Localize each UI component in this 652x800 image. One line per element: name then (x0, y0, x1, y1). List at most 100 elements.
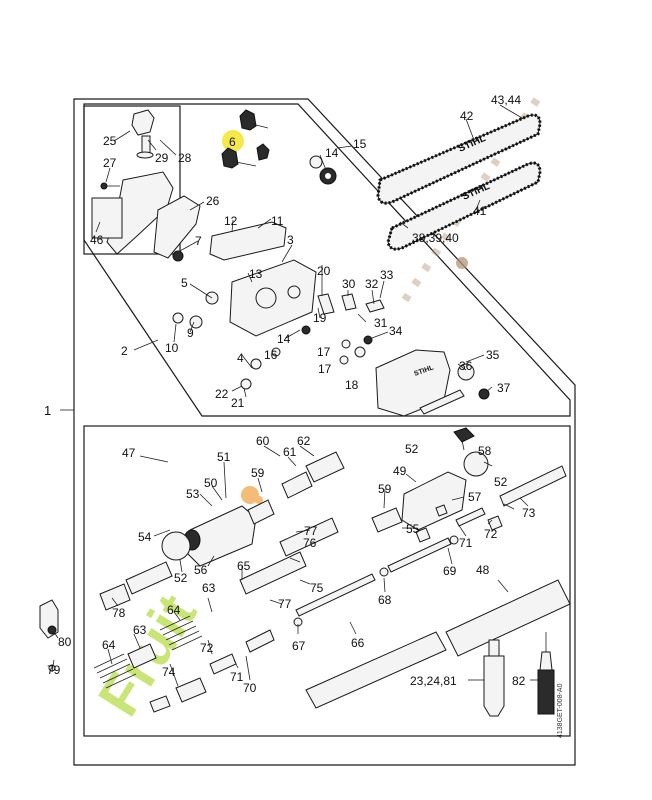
label-27: 27 (103, 156, 117, 170)
highlight-marker (222, 130, 244, 152)
label-15: 15 (353, 137, 367, 151)
label-82: 82 (512, 674, 526, 688)
label-23-24-81: 23,24,81 (410, 674, 457, 688)
label-52-left: 52 (174, 571, 188, 585)
label-71-right: 71 (459, 536, 473, 550)
label-69: 69 (443, 564, 457, 578)
label-1: 1 (44, 403, 51, 418)
spring-64b (93, 653, 137, 689)
label-5: 5 (181, 276, 188, 290)
document-code: 4138GET-008-A0 (557, 683, 564, 738)
label-74: 74 (162, 665, 176, 679)
label-78: 78 (112, 606, 126, 620)
assembly-frames (73, 98, 576, 766)
label-70: 70 (243, 681, 257, 695)
label-53: 53 (186, 487, 200, 501)
label-33: 33 (380, 268, 394, 282)
label-18: 18 (345, 378, 359, 392)
gear-housing (172, 221, 335, 337)
label-36: 36 (459, 359, 473, 373)
label-52-right: 52 (494, 475, 508, 489)
label-20: 20 (317, 264, 331, 278)
guide-bars-chains: STIHL STIHL (376, 113, 542, 251)
label-49: 49 (393, 464, 407, 478)
label-62: 62 (297, 434, 311, 448)
label-22: 22 (215, 387, 229, 401)
label-14-lower: 14 (277, 332, 291, 346)
label-12: 12 (224, 214, 238, 228)
label-28: 28 (178, 151, 192, 165)
label-16: 16 (264, 348, 278, 362)
label-64-upper: 64 (167, 603, 181, 617)
label-59-left: 59 (251, 466, 265, 480)
label-48: 48 (476, 563, 490, 577)
label-3: 3 (287, 233, 294, 247)
label-55: 55 (406, 522, 420, 536)
label-14-upper: 14 (325, 146, 339, 160)
label-63-upper: 63 (202, 581, 216, 595)
label-31: 31 (374, 316, 388, 330)
gasket-26 (153, 195, 201, 259)
label-7: 7 (195, 234, 202, 248)
label-61: 61 (283, 445, 297, 459)
label-63-lower: 63 (133, 623, 147, 637)
label-37: 37 (497, 381, 511, 395)
label-66: 66 (351, 636, 365, 650)
label-11: 11 (271, 214, 284, 228)
sprocket-part-6 (221, 109, 270, 169)
spring-64a (159, 615, 203, 651)
label-80: 80 (58, 635, 72, 649)
chain-sprocket-cover: STIHL (240, 293, 490, 417)
callout-labels: 1 2 3 4 5 6 7 9 10 11 12 13 14 15 14 16 … (44, 93, 536, 695)
label-58: 58 (478, 444, 492, 458)
sprocket-part-14 (309, 155, 337, 185)
shaft-assembly (39, 427, 571, 717)
label-68: 68 (378, 593, 392, 607)
label-60: 60 (256, 434, 270, 448)
label-72-left: 72 (200, 641, 214, 655)
label-73: 73 (522, 506, 536, 520)
label-17-a: 17 (317, 345, 331, 359)
label-65: 65 (237, 559, 251, 573)
label-56: 56 (194, 563, 208, 577)
label-19: 19 (313, 311, 327, 325)
label-67: 67 (292, 639, 306, 653)
label-26: 26 (206, 194, 220, 208)
label-41: 41 (473, 204, 487, 218)
label-13: 13 (249, 267, 263, 281)
label-42: 42 (460, 109, 474, 123)
label-47: 47 (122, 446, 136, 460)
label-32: 32 (365, 277, 379, 291)
label-79: 79 (47, 663, 61, 677)
label-35: 35 (486, 348, 500, 362)
label-77-lower: 77 (278, 597, 292, 611)
label-38-39-40: 38,39,40 (412, 231, 459, 245)
label-43-44: 43,44 (491, 93, 521, 107)
label-46: 46 (90, 233, 104, 247)
label-4: 4 (237, 351, 244, 365)
leader-lines (51, 104, 538, 687)
label-76: 76 (303, 536, 317, 550)
label-17-b: 17 (318, 362, 332, 376)
label-59-right: 59 (378, 482, 392, 496)
label-50: 50 (204, 476, 218, 490)
label-2: 2 (121, 344, 128, 358)
label-21: 21 (231, 396, 245, 410)
label-72-right: 72 (484, 527, 498, 541)
label-30: 30 (342, 277, 356, 291)
oil-pump-group (91, 109, 174, 255)
label-51: 51 (217, 450, 231, 464)
label-77-upper: 77 (304, 524, 318, 538)
label-64-lower: 64 (102, 638, 116, 652)
label-54: 54 (138, 530, 152, 544)
label-29: 29 (155, 151, 169, 165)
label-71-left: 71 (230, 670, 244, 684)
label-25: 25 (103, 134, 117, 148)
label-10: 10 (165, 341, 179, 355)
label-52-top: 52 (405, 442, 419, 456)
label-9: 9 (187, 326, 194, 340)
label-57: 57 (468, 490, 482, 504)
label-34: 34 (389, 324, 403, 338)
label-6: 6 (229, 135, 236, 149)
